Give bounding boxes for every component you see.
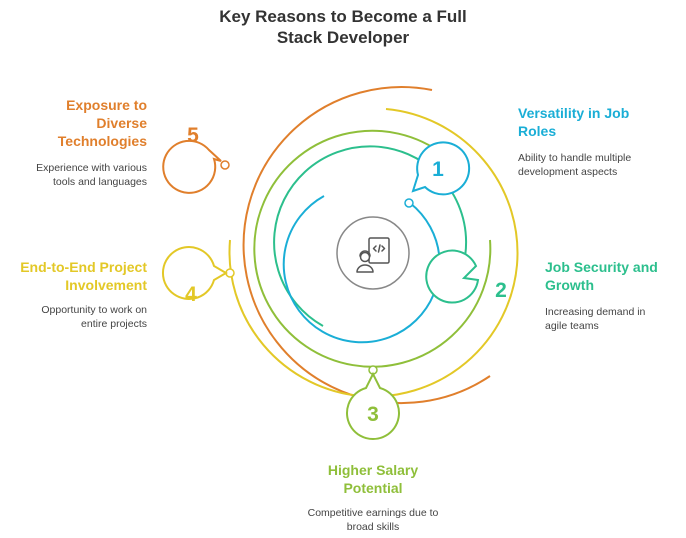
item-3-title-line-2: Potential: [343, 480, 403, 496]
ring-3-arc: [253, 129, 492, 368]
item-3-desc-line-1: Competitive earnings due to: [307, 507, 439, 519]
center-circle: [336, 216, 410, 290]
item-1-description: Ability to handle multiple development a…: [518, 151, 631, 179]
bubble-2-number: 2: [495, 279, 507, 302]
item-1-title-line-1: Versatility in Job: [518, 105, 630, 121]
item-2-title-line-2: Growth: [545, 277, 594, 293]
item-3-title-line-1: Higher Salary: [327, 462, 419, 478]
ring-2-arc: [273, 145, 468, 327]
bubble-1: [411, 141, 471, 196]
item-2-desc-line-1: Increasing demand in: [545, 306, 646, 318]
item-2-title: Job Security and Growth: [545, 258, 658, 294]
bubble-3-number: 3: [367, 403, 379, 426]
bubble-5: [162, 139, 222, 194]
diagram-title: Key Reasons to Become a Full Stack Devel…: [0, 6, 686, 48]
item-4-title: End-to-End Project Involvement: [20, 258, 147, 294]
developer-code-icon: [356, 237, 390, 273]
item-1-title: Versatility in Job Roles: [518, 104, 629, 140]
item-4-desc-line-1: Opportunity to work on: [41, 304, 147, 316]
diagram-title-line-1: Key Reasons to Become a Full: [219, 7, 467, 26]
item-5-description: Experience with various tools and langua…: [36, 161, 147, 189]
item-3-title: Higher Salary Potential: [273, 461, 473, 497]
ring-4-arc: [228, 108, 519, 398]
item-5-title: Exposure to Diverse Technologies: [58, 96, 147, 150]
bubble-3: [346, 371, 400, 441]
item-4-title-line-2: Involvement: [65, 277, 147, 293]
connector-dot-5: [220, 160, 230, 170]
item-4-title-line-1: End-to-End Project: [20, 259, 147, 275]
item-1-desc-line-1: Ability to handle multiple: [518, 152, 632, 164]
item-5-desc-line-2: tools and languages: [53, 176, 147, 188]
item-5-title-line-2: Diverse: [96, 115, 147, 131]
item-2-title-line-1: Job Security and: [545, 259, 658, 275]
item-1-title-line-2: Roles: [518, 123, 557, 139]
bubble-4: [161, 246, 228, 300]
ring-5-arc: [242, 86, 491, 405]
bubble-5-number: 5: [187, 124, 199, 147]
item-2-description: Increasing demand in agile teams: [545, 305, 645, 333]
item-2-desc-line-2: agile teams: [545, 320, 599, 332]
item-4-desc-line-2: entire projects: [81, 318, 147, 330]
item-5-title-line-1: Exposure to: [66, 97, 147, 113]
diagram-title-line-2: Stack Developer: [276, 28, 410, 47]
bubble-4-number: 4: [185, 283, 197, 306]
item-1-desc-line-2: development aspects: [518, 166, 618, 178]
connector-dot-1: [404, 198, 414, 208]
item-5-desc-line-1: Experience with various: [36, 162, 147, 174]
item-4-description: Opportunity to work on entire projects: [41, 303, 147, 331]
bubble-1-number: 1: [432, 158, 444, 181]
item-3-description: Competitive earnings due to broad skills: [273, 506, 473, 534]
item-3-desc-line-2: broad skills: [346, 521, 400, 533]
item-5-title-line-3: Technologies: [57, 133, 147, 149]
bubble-2: [425, 249, 480, 304]
